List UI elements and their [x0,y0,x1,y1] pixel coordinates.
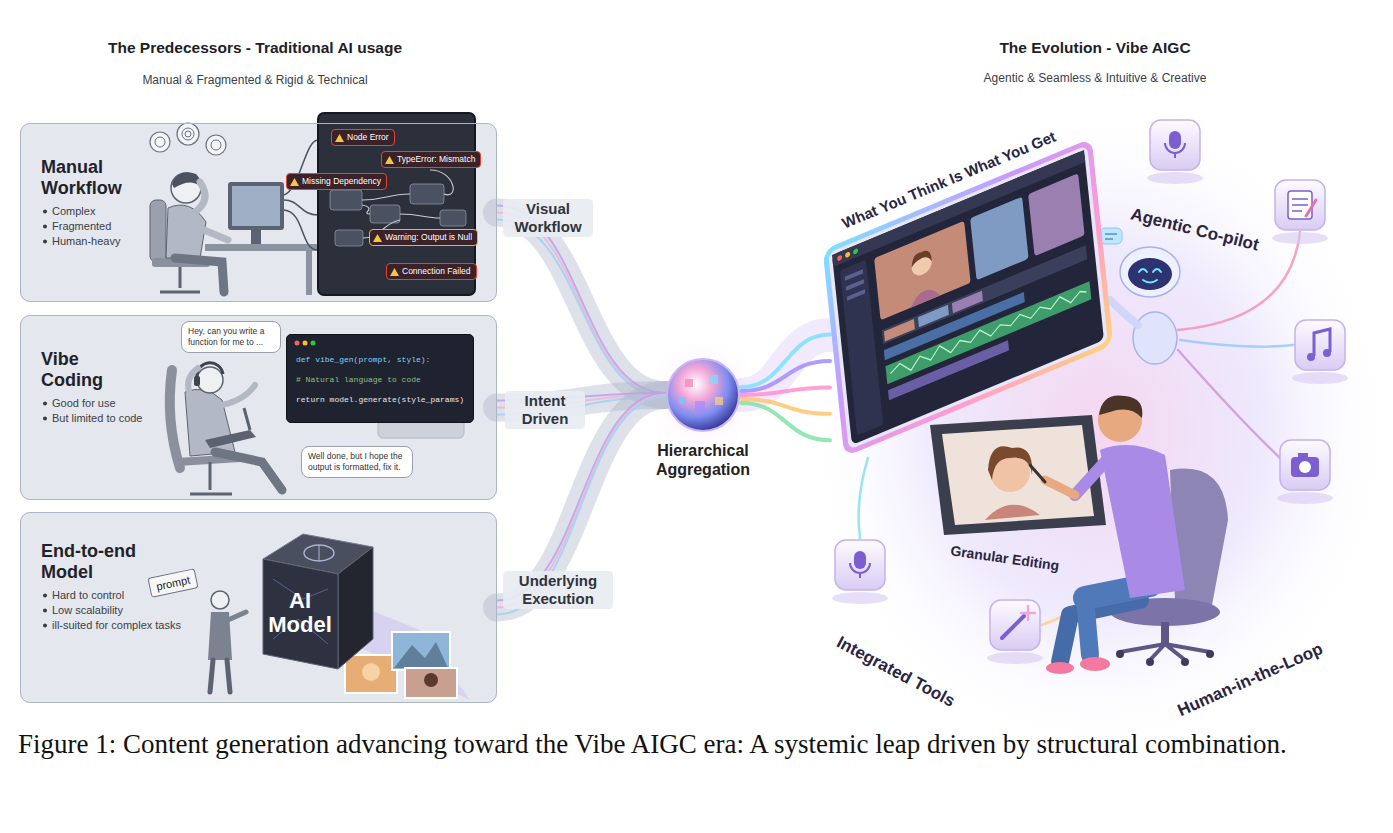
workflow-panel: Vibe CodingGood for useBut limited to co… [20,315,497,500]
error-text: TypeError: Mismatch [397,154,475,165]
label-box: Agentic & Seamless & Intuitive & Creativ… [984,71,1207,85]
warning-badge: Warning: Output is Null [369,229,478,246]
background-glow [641,100,1393,760]
bullet-item: Human-heavy [41,234,216,249]
editor-monitor: What You Think Is What You Get [830,130,1115,460]
flow-label: Intent Driven [505,391,585,429]
speech-bubble: Hey, can you write a function for me to … [181,321,281,353]
creator-at-tablet [930,395,1228,674]
label-box: The Evolution - Vibe AIGC [999,39,1190,58]
flow-label: Underlying Execution [503,571,613,609]
section-heading: The Evolution - Vibe AIGC [999,39,1190,58]
code-window: def vibe_gen(prompt, style): # Natural la… [286,334,474,423]
cube-text-box: AI Model [264,589,336,637]
warning-icon [390,268,399,276]
panel-heading: Manual Workflow [41,157,141,198]
aggregation-sphere: Hierarchical Aggregation [665,357,741,433]
edge-label-box: Visual Workflow [503,199,593,237]
warning-icon [373,234,382,242]
error-text: Node Error [347,132,389,143]
speech-bubble: Well done, but I hope the output is form… [301,446,413,478]
sphere-label: Hierarchical Aggregation [633,441,773,479]
window-dots [293,339,323,347]
label-box: Human-in-the-Loop [1174,639,1325,721]
workflow-panel: End-to-end ModelHard to controlLow scala… [20,512,497,703]
bullet-item: Low scalability [41,603,216,618]
code-line: return model.generate(style_params) [296,392,464,408]
cube-text: AI Model [264,589,336,637]
node-graph-window [284,113,475,295]
sphere-graphic [665,357,741,433]
feature-label: Integrated Tools [832,632,957,711]
panel-text-column: Vibe CodingGood for useBut limited to co… [41,349,216,426]
panel-heading: End-to-end Model [41,541,141,582]
figure-caption: Figure 1: Content generation advancing t… [18,728,1380,762]
section-heading: The Predecessors - Traditional AI usage [108,39,402,58]
label-box: Integrated Tools [832,632,957,711]
warning-icon [385,156,394,164]
bullet-item: Hard to control [41,588,216,603]
section-subtitle: Manual & Fragmented & Rigid & Technical [142,73,367,87]
bullet-item: Complex [41,204,216,219]
section-subtitle: Agentic & Seamless & Intuitive & Creativ… [984,71,1207,85]
error-text: Missing Dependency [302,176,381,187]
bullet-item: But limited to code [41,411,216,426]
error-badge: Connection Failed [386,263,477,280]
sphere-text-box: Hierarchical Aggregation [633,441,773,479]
error-badge: TypeError: Mismatch [381,151,481,168]
robot-copilot [1100,228,1180,364]
error-text: Connection Failed [402,266,471,277]
edge-label-box: Underlying Execution [503,571,613,609]
tag-text: prompt [155,573,191,594]
caption-box: Figure 1: Content generation advancing t… [18,728,1380,762]
feature-label: Granular Editing [950,542,1061,574]
code-line: def vibe_gen(prompt, style): [296,352,464,368]
tool-strands [859,232,1300,625]
code-line: # Natural language to code [296,372,464,388]
model-cube: AI Model [243,519,378,679]
warning-icon [335,134,344,142]
warning-icon [290,178,299,186]
error-badge: Node Error [331,129,395,146]
label-box: Granular Editing [950,542,1061,574]
bullet-item: ill-suited for complex tasks [41,618,216,633]
label-box: Agentic Co-pilot [1129,204,1261,256]
bullet-item: Fragmented [41,219,216,234]
bubble-text: Well done, but I hope the output is form… [308,451,406,473]
edge-label-box: Intent Driven [505,391,585,429]
error-text: Warning: Output is Null [385,232,472,243]
flow-label: Visual Workflow [503,199,593,237]
feature-label: Agentic Co-pilot [1129,204,1261,256]
label-box: Manual & Fragmented & Rigid & Technical [142,73,367,87]
error-badge: Missing Dependency [286,173,387,190]
panel-heading: Vibe Coding [41,349,141,390]
bullet-item: Good for use [41,396,216,411]
panel-text-column: Manual WorkflowComplexFragmentedHuman-he… [41,157,216,249]
flow-ribbon [741,335,830,441]
bubble-text: Hey, can you write a function for me to … [188,326,274,348]
feature-label: Human-in-the-Loop [1174,639,1325,721]
label-box: The Predecessors - Traditional AI usage [108,39,402,58]
workflow-panel: Manual WorkflowComplexFragmentedHuman-he… [20,123,497,302]
